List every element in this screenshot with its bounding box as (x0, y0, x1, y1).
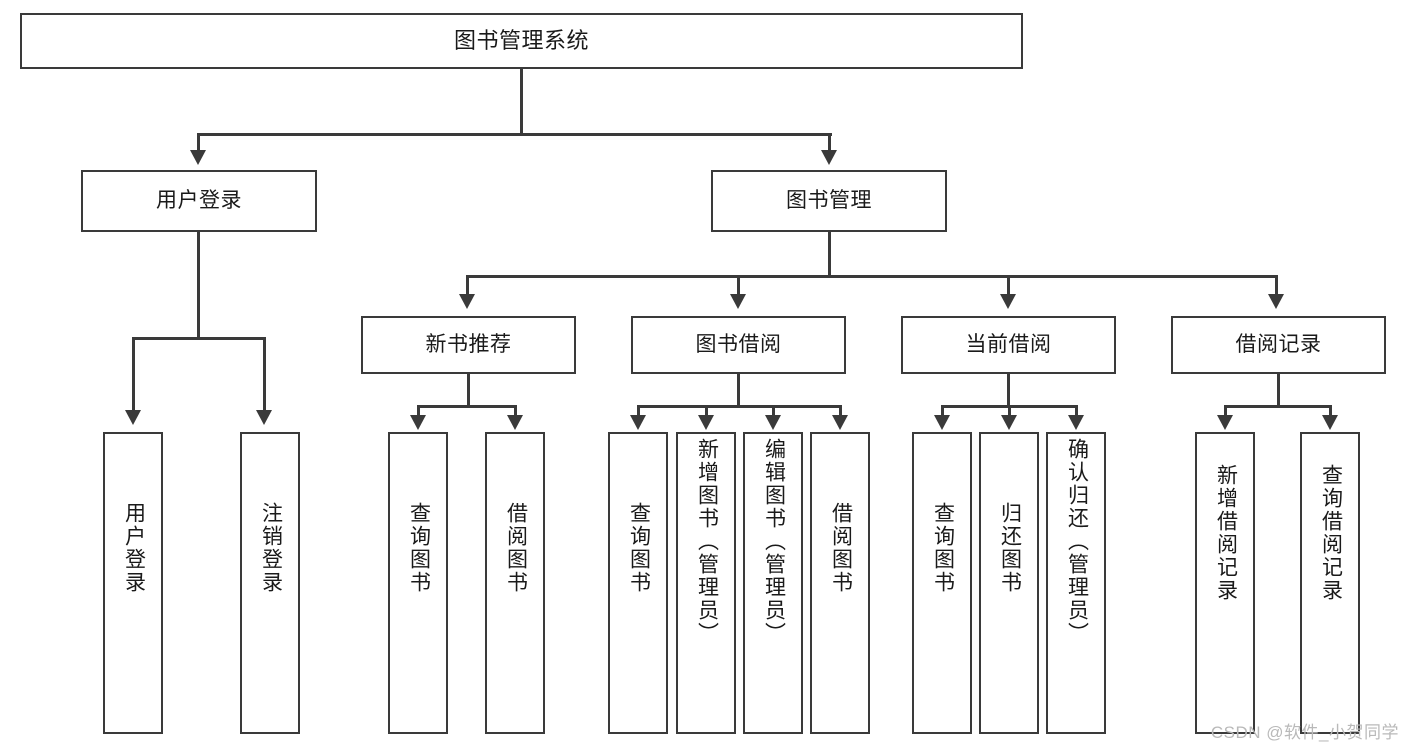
arrowhead-leaf-edit-book (765, 415, 781, 430)
connector-book-mgmt-child-1 (466, 275, 469, 299)
arrowhead-leaf-borrow-book-2 (832, 415, 848, 430)
connector-user-login-bus (132, 337, 266, 340)
connector-borrow-record-child-2 (1329, 405, 1332, 419)
arrowhead-new-book (459, 294, 475, 309)
node-label: 查询图书 (407, 502, 431, 594)
node-label: 图书管理 (786, 189, 872, 213)
leaf-book-borrow-add-book[interactable]: 新增图书（管理员） (676, 432, 736, 734)
arrowhead-leaf-query-record (1322, 415, 1338, 430)
leaf-borrow-record-query-record[interactable]: 查询借阅记录 (1300, 432, 1360, 734)
connector-user-login-child-1 (132, 337, 135, 415)
arrowhead-leaf-add-book (698, 415, 714, 430)
leaf-borrow-record-add-record[interactable]: 新增借阅记录 (1195, 432, 1255, 734)
node-label: 新增借阅记录 (1214, 464, 1238, 602)
arrowhead-book-mgmt (821, 150, 837, 165)
connector-book-borrow-child-3 (772, 405, 775, 419)
node-label: 查询借阅记录 (1319, 464, 1343, 602)
connector-borrow-record-bus (1224, 405, 1332, 408)
arrowhead-current-borrow (1000, 294, 1016, 309)
connector-book-mgmt-child-3 (1007, 275, 1010, 299)
node-label: 新书推荐 (425, 333, 512, 357)
connector-current-borrow-child-3 (1075, 405, 1078, 419)
node-label: 确认归还（管理员） (1065, 438, 1089, 645)
connector-current-borrow-child-1 (941, 405, 944, 419)
leaf-book-borrow-borrow-book[interactable]: 借阅图书 (810, 432, 870, 734)
connector-new-book-child-1 (417, 405, 420, 419)
node-label: 归还图书 (998, 502, 1022, 594)
arrowhead-leaf-confirm-return (1068, 415, 1084, 430)
arrowhead-leaf-borrow-book-1 (507, 415, 523, 430)
connector-root-to-book-mgmt (828, 133, 831, 155)
node-book-borrow[interactable]: 图书借阅 (631, 316, 846, 374)
node-book-management[interactable]: 图书管理 (711, 170, 947, 232)
connector-book-borrow-child-4 (839, 405, 842, 419)
connector-root-bus (197, 133, 832, 136)
connector-book-borrow-child-2 (705, 405, 708, 419)
connector-book-mgmt-stem (828, 232, 831, 277)
node-label: 借阅记录 (1235, 333, 1322, 357)
connector-user-login-stem (197, 232, 200, 339)
node-label: 图书管理系统 (453, 27, 589, 53)
connector-book-borrow-child-1 (637, 405, 640, 419)
arrowhead-book-borrow (730, 294, 746, 309)
node-label: 新增图书（管理员） (695, 438, 719, 645)
node-new-book-recommend[interactable]: 新书推荐 (361, 316, 576, 374)
arrowhead-leaf-query-book-2 (630, 415, 646, 430)
node-label: 注销登录 (259, 502, 283, 594)
leaf-new-book-query-book[interactable]: 查询图书 (388, 432, 448, 734)
leaf-new-book-borrow-book[interactable]: 借阅图书 (485, 432, 545, 734)
connector-new-book-bus (417, 405, 517, 408)
leaf-current-borrow-query-book[interactable]: 查询图书 (912, 432, 972, 734)
leaf-book-borrow-edit-book[interactable]: 编辑图书（管理员） (743, 432, 803, 734)
arrowhead-leaf-query-book-3 (934, 415, 950, 430)
connector-user-login-child-2 (263, 337, 266, 415)
connector-current-borrow-child-2 (1008, 405, 1011, 419)
arrowhead-leaf-return-book (1001, 415, 1017, 430)
connector-book-borrow-stem (737, 374, 740, 407)
arrowhead-leaf-query-book-1 (410, 415, 426, 430)
connector-new-book-child-2 (514, 405, 517, 419)
connector-book-mgmt-child-4 (1275, 275, 1278, 299)
node-label: 图书借阅 (695, 333, 782, 357)
node-label: 查询图书 (627, 502, 651, 594)
connector-book-mgmt-child-2 (737, 275, 740, 299)
node-label: 借阅图书 (504, 502, 528, 594)
arrowhead-user-login (190, 150, 206, 165)
connector-new-book-stem (467, 374, 470, 407)
node-label: 当前借阅 (965, 333, 1052, 357)
arrowhead-leaf-add-record (1217, 415, 1233, 430)
connector-root-stem (520, 69, 523, 135)
node-current-borrow[interactable]: 当前借阅 (901, 316, 1116, 374)
node-label: 用户登录 (156, 189, 242, 213)
connector-current-borrow-stem (1007, 374, 1010, 407)
arrowhead-leaf-user-login (125, 410, 141, 425)
leaf-current-borrow-confirm-return[interactable]: 确认归还（管理员） (1046, 432, 1106, 734)
node-user-login[interactable]: 用户登录 (81, 170, 317, 232)
connector-book-mgmt-bus (466, 275, 1278, 278)
arrowhead-leaf-logout (256, 410, 272, 425)
node-label: 编辑图书（管理员） (762, 438, 786, 645)
node-label: 借阅图书 (829, 502, 853, 594)
leaf-book-borrow-query-book[interactable]: 查询图书 (608, 432, 668, 734)
connector-book-borrow-bus (637, 405, 841, 408)
csdn-watermark: CSDN @软件_小贺同学 (1210, 723, 1399, 742)
node-label: 查询图书 (931, 502, 955, 594)
node-borrow-record[interactable]: 借阅记录 (1171, 316, 1386, 374)
connector-root-to-user-login (197, 133, 200, 155)
connector-borrow-record-stem (1277, 374, 1280, 407)
node-label: 用户登录 (122, 502, 146, 594)
leaf-logout[interactable]: 注销登录 (240, 432, 300, 734)
connector-borrow-record-child-1 (1224, 405, 1227, 419)
node-root-library-system[interactable]: 图书管理系统 (20, 13, 1023, 69)
leaf-current-borrow-return-book[interactable]: 归还图书 (979, 432, 1039, 734)
leaf-user-login[interactable]: 用户登录 (103, 432, 163, 734)
arrowhead-borrow-record (1268, 294, 1284, 309)
